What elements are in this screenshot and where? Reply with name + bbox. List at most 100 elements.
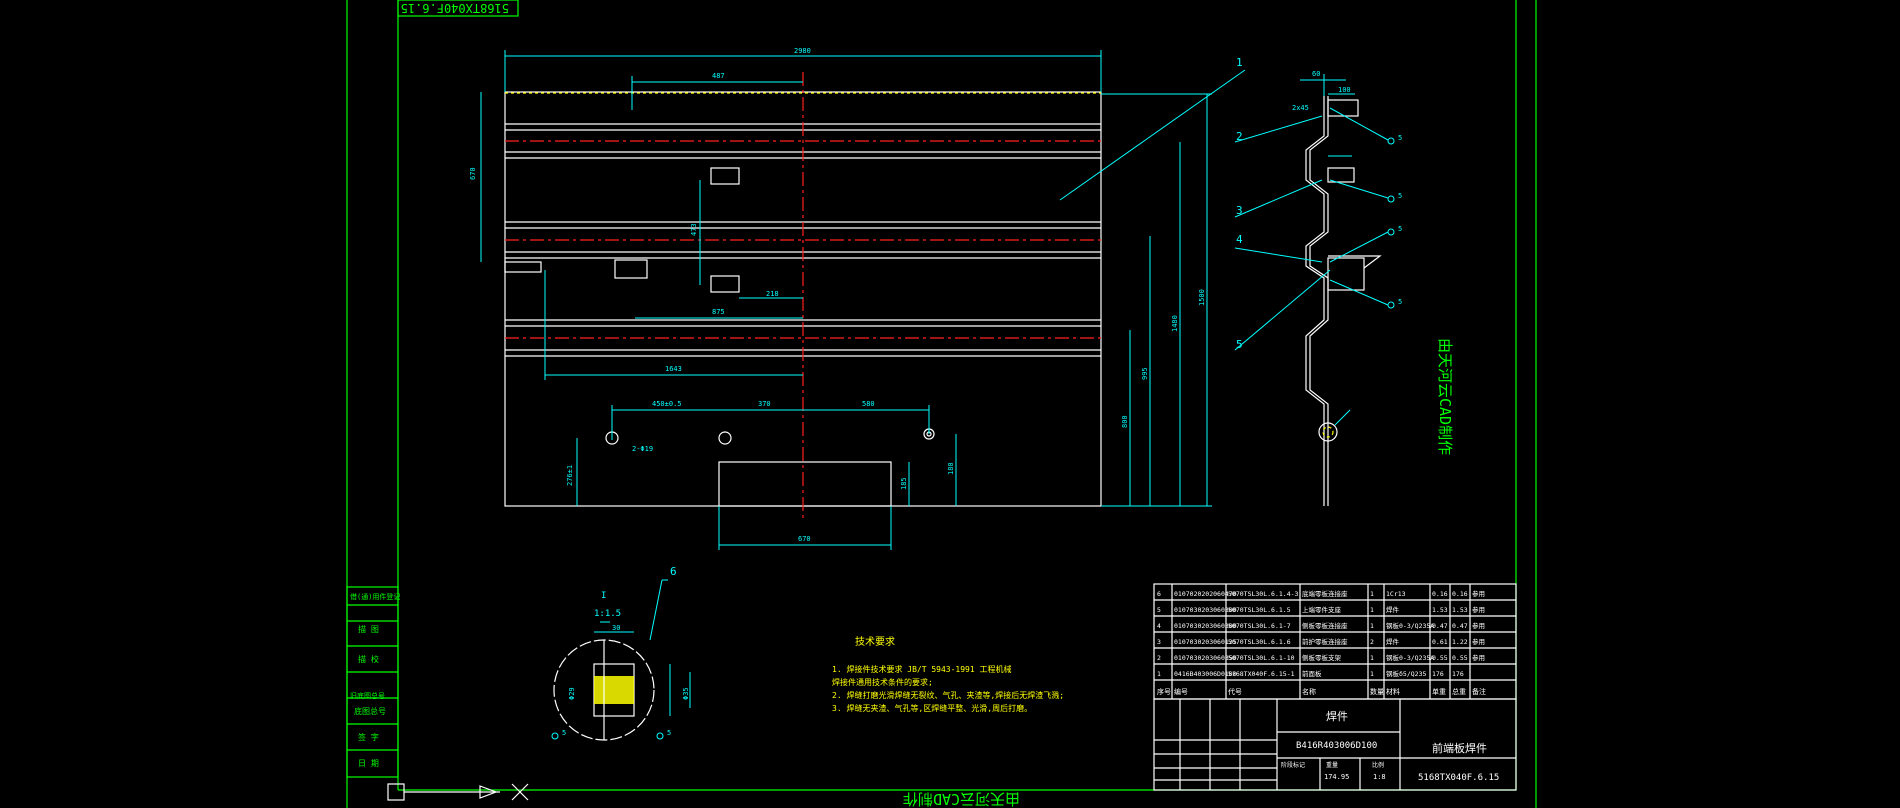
bom-cell: 参用 bbox=[1472, 637, 1485, 646]
dim-100: 100 bbox=[1338, 86, 1351, 94]
bom-cell: 1Cr13 bbox=[1386, 590, 1406, 598]
left-strip-2: 描 校 bbox=[358, 654, 379, 664]
dim-670b: 670 bbox=[798, 535, 811, 543]
callout-leaders bbox=[649, 107, 1389, 641]
callout-6: 6 bbox=[670, 565, 677, 578]
dim-1500: 1500 bbox=[1198, 289, 1206, 306]
bom-cell: 前面板 bbox=[1302, 669, 1322, 678]
bom-cell: 1 bbox=[1370, 670, 1374, 678]
callout-5: 5 bbox=[1236, 338, 1243, 351]
tech-req-title: 技术要求 bbox=[855, 635, 895, 648]
watermark-bottom: 由天河云CAD制作 bbox=[903, 790, 1020, 808]
detail-mark: I bbox=[601, 591, 606, 601]
bom-header-cell: 代号 bbox=[1228, 687, 1242, 696]
left-strip-3: 旧底图总号 bbox=[350, 691, 385, 700]
dim-218: 218 bbox=[766, 290, 779, 298]
bom-cell: 0.16 bbox=[1432, 590, 1448, 598]
bom-cell: 0107030203060300 bbox=[1174, 606, 1237, 614]
left-strip-4: 底图总号 bbox=[354, 706, 386, 716]
dim-670: 670 bbox=[469, 167, 477, 180]
dim-185: 185 bbox=[900, 477, 908, 490]
bom-cell: 0107020202060470 bbox=[1174, 590, 1237, 598]
weld-symbols bbox=[551, 137, 1395, 740]
bom-header-cell: 总重 bbox=[1452, 687, 1466, 696]
dim-180: 180 bbox=[947, 462, 955, 475]
title-part-name: 前端板焊件 bbox=[1432, 741, 1487, 755]
bom-cell: 1 bbox=[1370, 654, 1374, 662]
bom-cell: 0107030203060350 bbox=[1174, 654, 1237, 662]
dim-875: 875 bbox=[712, 308, 725, 316]
left-strip bbox=[346, 586, 399, 778]
weld-size-3: 5 bbox=[1398, 225, 1402, 233]
bom-cell: 5070TSL30L.6.1-10 bbox=[1228, 654, 1295, 662]
title-stage-label: 阶段标记 bbox=[1281, 761, 1305, 769]
drawing-frame bbox=[346, 0, 1537, 808]
dim-hole: 2-Φ19 bbox=[632, 445, 653, 453]
bom-cell: 1 bbox=[1370, 606, 1374, 614]
bom-cell: 上端零件支座 bbox=[1302, 605, 1342, 614]
title-weight-label: 重量 bbox=[1326, 761, 1338, 769]
bom-cell: 6 bbox=[1157, 590, 1161, 598]
tech-req-line-2: 焊接件通用技术条件的要求; bbox=[832, 677, 933, 687]
title-scale-label: 比例 bbox=[1372, 761, 1384, 769]
dim-1480: 1480 bbox=[1171, 315, 1179, 332]
bom-cell: 0.61 bbox=[1432, 638, 1448, 646]
bom-cell: 0.47 bbox=[1432, 622, 1448, 630]
bom-cell: 参用 bbox=[1472, 621, 1485, 630]
left-strip-6: 日 期 bbox=[358, 759, 379, 768]
weld-size-6: 5 bbox=[667, 729, 671, 737]
bom-cell: 5070TSL30L.6.1-7 bbox=[1228, 622, 1291, 630]
bom-cell: 5070TSL30L.6.1.5 bbox=[1228, 606, 1291, 614]
bom-cell: 0.55 bbox=[1432, 654, 1448, 662]
dim-370: 370 bbox=[758, 400, 771, 408]
bom-cell: 1 bbox=[1370, 590, 1374, 598]
bom-cell: 钢板0-3/Q235A bbox=[1386, 653, 1434, 662]
bom-cell: 176 bbox=[1432, 670, 1444, 678]
bom-cell: 1 bbox=[1370, 622, 1374, 630]
title-weight: 174.95 bbox=[1324, 773, 1349, 781]
title-scale: 1:8 bbox=[1373, 773, 1386, 781]
bom-cell: 2 bbox=[1370, 638, 1374, 646]
weld-size-2: 5 bbox=[1398, 192, 1402, 200]
bom-header-cell: 名称 bbox=[1302, 687, 1316, 696]
bom-cell: 0416B403006D0100 bbox=[1174, 670, 1237, 678]
bom-header-cell: 编号 bbox=[1174, 687, 1188, 696]
dim-995: 995 bbox=[1141, 367, 1149, 380]
bom-cell: 0.47 bbox=[1452, 622, 1468, 630]
callout-2: 2 bbox=[1236, 130, 1243, 143]
dim-580: 580 bbox=[862, 400, 875, 408]
callout-4: 4 bbox=[1236, 233, 1243, 246]
bom-cell: 4 bbox=[1157, 622, 1161, 630]
bom-cell: 1.53 bbox=[1432, 606, 1448, 614]
bom-cell: 2 bbox=[1157, 654, 1161, 662]
bom-cell: 侧板零板支架 bbox=[1302, 653, 1342, 662]
top-label: 5168TX040F.6.15 bbox=[401, 1, 509, 15]
bom-cell: 焊件 bbox=[1386, 637, 1400, 646]
bom-cell: 3 bbox=[1157, 638, 1161, 646]
bom-table bbox=[1153, 583, 1517, 700]
bom-cell: 侧板零板连接座 bbox=[1302, 621, 1348, 630]
bom-cell: 1.22 bbox=[1452, 638, 1468, 646]
dim-450: 450±0.5 bbox=[652, 400, 682, 408]
bom-header-cell: 数量 bbox=[1370, 687, 1384, 696]
side-section-view bbox=[1300, 74, 1382, 506]
title-part-type: 焊件 bbox=[1326, 709, 1348, 723]
bom-cell: 焊件 bbox=[1386, 605, 1400, 614]
title-drawing-no: B416R403006D100 bbox=[1296, 741, 1377, 751]
dim-phi29: Φ29 bbox=[568, 687, 576, 700]
bom-cell: 参用 bbox=[1472, 605, 1485, 614]
dim-2x45: 2x45 bbox=[1292, 104, 1309, 112]
bom-cell: 176 bbox=[1452, 670, 1464, 678]
title-bottom-code: 5168TX040F.6.15 bbox=[1418, 773, 1499, 783]
dim-473: 473 bbox=[690, 223, 698, 236]
dim-60: 60 bbox=[1312, 70, 1320, 78]
weld-size-5: 5 bbox=[562, 729, 566, 737]
left-strip-5: 签 字 bbox=[358, 732, 379, 742]
dimension-texts: 2980 487 670 473 218 875 1643 450±0.5 37… bbox=[469, 47, 1206, 543]
callout-3: 3 bbox=[1236, 204, 1243, 217]
watermark-right: 由天河云CAD制作 bbox=[1436, 338, 1454, 455]
front-view bbox=[504, 72, 1102, 520]
dim-487: 487 bbox=[712, 72, 725, 80]
